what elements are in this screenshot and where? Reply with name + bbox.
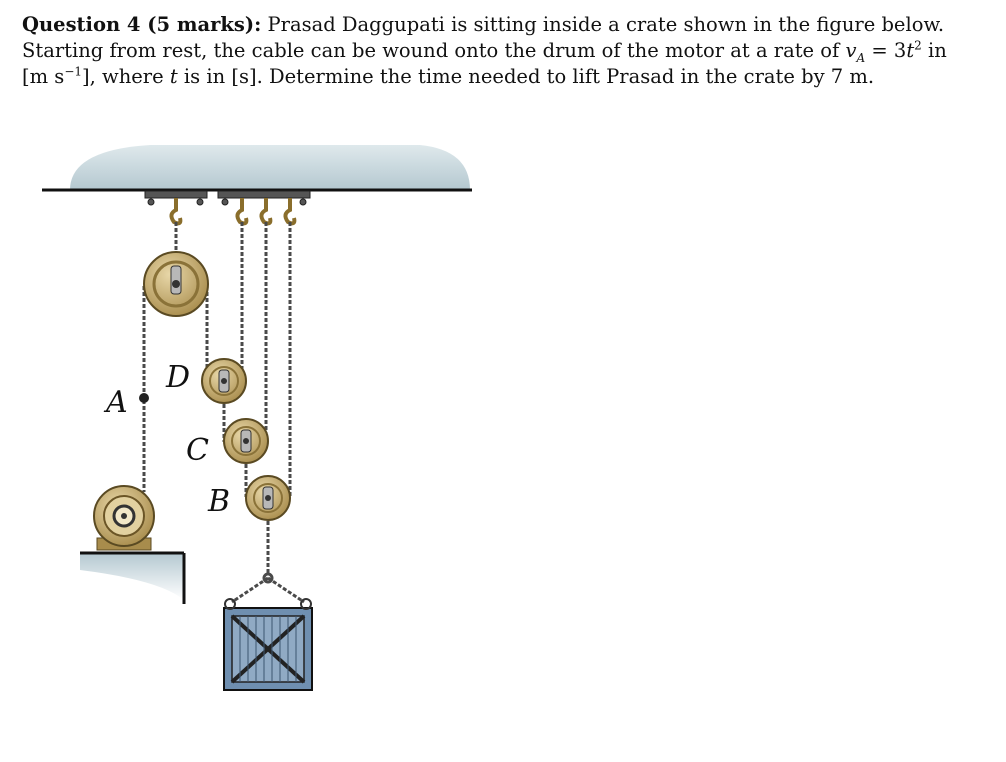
t-variable: t bbox=[169, 65, 178, 88]
ceiling bbox=[42, 145, 472, 192]
crate bbox=[223, 598, 313, 691]
exponent: 2 bbox=[914, 38, 922, 53]
question-line1: Prasad Daggupati is sitting inside a cra… bbox=[261, 13, 945, 36]
unit-close: ], where bbox=[82, 65, 170, 88]
pulley-d bbox=[201, 358, 247, 404]
label-d: D bbox=[165, 360, 190, 395]
label-c: C bbox=[186, 433, 209, 468]
hook-icon bbox=[169, 198, 297, 226]
top-pulley bbox=[143, 251, 209, 317]
pulley-b bbox=[245, 475, 291, 521]
time-symbol: t bbox=[906, 39, 915, 62]
unit-exponent: −1 bbox=[64, 64, 83, 79]
ledge bbox=[80, 551, 186, 604]
equals-text: = 3 bbox=[865, 39, 907, 62]
question-heading: Question 4 (5 marks): bbox=[22, 13, 262, 36]
velocity-symbol: v bbox=[845, 39, 857, 62]
unit-open: [m s bbox=[22, 65, 65, 88]
ceiling-brackets bbox=[144, 190, 311, 206]
label-a: A bbox=[103, 385, 128, 420]
line2-end: in bbox=[921, 39, 947, 62]
question-line2: Starting from rest, the cable can be wou… bbox=[22, 39, 846, 62]
question-text: Question 4 (5 marks): Prasad Daggupati i… bbox=[22, 12, 984, 90]
velocity-subscript: A bbox=[856, 50, 866, 65]
question-line3: is in [s]. Determine the time needed to … bbox=[177, 65, 875, 88]
point-a-marker bbox=[139, 393, 149, 403]
pulley-c bbox=[223, 418, 269, 464]
crate-chains bbox=[231, 572, 305, 604]
motor-drum bbox=[93, 485, 155, 551]
label-b: B bbox=[207, 484, 230, 519]
